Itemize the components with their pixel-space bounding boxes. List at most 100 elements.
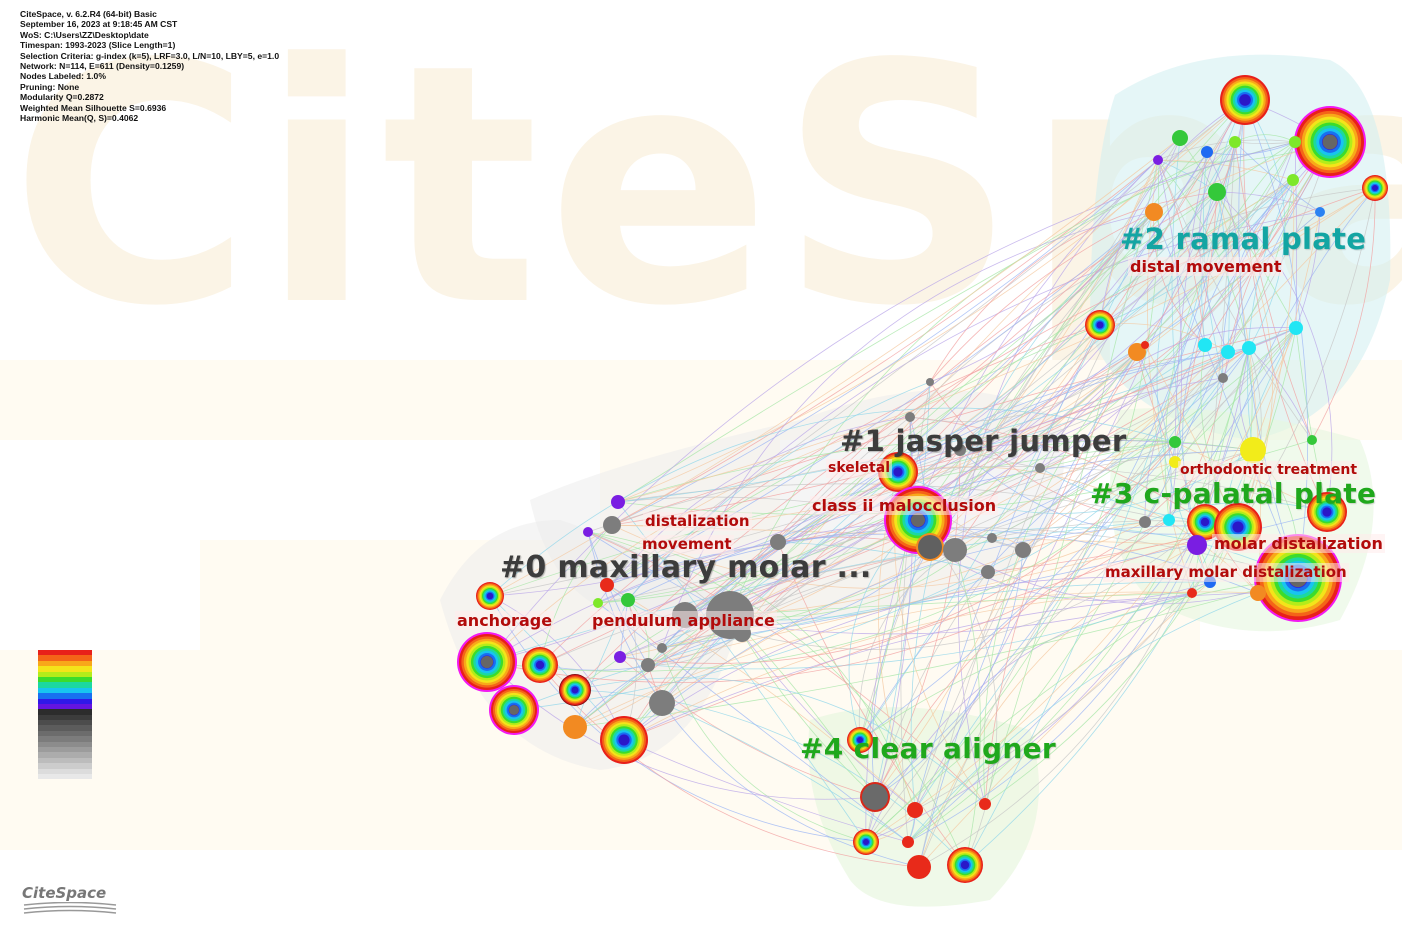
metadata-line: WoS: C:\Users\ZZ\Desktop\date (20, 30, 279, 40)
citation-node (1242, 341, 1256, 355)
citation-node (1153, 155, 1163, 165)
citation-node (1287, 174, 1299, 186)
citation-node (943, 538, 967, 562)
citation-node (947, 847, 983, 883)
metadata-line: Nodes Labeled: 1.0% (20, 71, 279, 81)
keyword-orthodontic-treatment[interactable]: orthodontic treatment (1178, 461, 1359, 480)
keyword-distalization[interactable]: distalization (643, 512, 752, 531)
cluster-label-1[interactable]: #1 jasper jumper (840, 424, 1127, 458)
citation-node (1289, 136, 1301, 148)
node-core (572, 687, 579, 694)
citation-node (905, 412, 915, 422)
metadata-line: Timespan: 1993-2023 (Slice Length=1) (20, 40, 279, 50)
node-core (1372, 185, 1378, 191)
cluster-label-2[interactable]: #2 ramal plate (1120, 222, 1366, 256)
citation-node (926, 378, 934, 386)
node-core (1201, 518, 1209, 526)
citation-node (457, 632, 517, 692)
cluster-label-3[interactable]: #3 c-palatal plate (1090, 477, 1376, 510)
citation-node (1289, 321, 1303, 335)
citation-node (1307, 435, 1317, 445)
citation-node (987, 533, 997, 543)
cluster-label-0[interactable]: #0 maxillary molar ... (500, 550, 872, 585)
metadata-line: September 16, 2023 at 9:18:45 AM CST (20, 19, 279, 29)
metadata-line: Selection Criteria: g-index (k=5), LRF=3… (20, 51, 279, 61)
keyword-movement[interactable]: movement (640, 535, 734, 554)
node-core (863, 839, 869, 845)
citation-node (1163, 514, 1175, 526)
citation-node (649, 690, 675, 716)
metadata-line: Network: N=114, E=611 (Density=0.1259) (20, 61, 279, 71)
keyword-class-ii-malocclusion[interactable]: class ii malocclusion (810, 496, 998, 515)
citation-node (907, 802, 923, 818)
citation-node (853, 829, 879, 855)
citation-node (1208, 183, 1226, 201)
node-core (1097, 322, 1104, 329)
node-core (1240, 95, 1251, 106)
citation-node (1085, 310, 1115, 340)
metadata-line: Weighted Mean Silhouette S=0.6936 (20, 103, 279, 113)
metadata-line: CiteSpace, v. 6.2.R4 (64-bit) Basic (20, 9, 279, 19)
node-core (918, 535, 942, 559)
citation-node (1145, 203, 1163, 221)
citation-node (1218, 373, 1228, 383)
citation-node (907, 855, 931, 879)
citation-node (583, 527, 593, 537)
node-core (894, 468, 903, 477)
citation-node (1015, 542, 1031, 558)
keyword-skeletal[interactable]: skeletal (826, 459, 892, 478)
citation-node (559, 674, 591, 706)
citation-node (641, 658, 655, 672)
citation-node (1035, 463, 1045, 473)
citation-node (1141, 341, 1149, 349)
citation-node (611, 495, 625, 509)
citation-node (981, 565, 995, 579)
metadata-line: Harmonic Mean(Q, S)=0.4062 (20, 113, 279, 123)
citation-node (1294, 106, 1366, 178)
logo-text: CiteSpace (22, 884, 118, 902)
citation-node (1240, 437, 1266, 463)
node-core (911, 513, 925, 527)
citation-node (522, 647, 558, 683)
keyword-molar-distalization[interactable]: molar distalization (1212, 534, 1385, 553)
citation-node (1221, 345, 1235, 359)
citation-node (770, 534, 786, 550)
citation-node (1250, 585, 1266, 601)
keyword-distal-movement[interactable]: distal movement (1128, 257, 1283, 276)
node-core (481, 656, 493, 668)
citation-node (600, 716, 648, 764)
citation-node (1187, 535, 1207, 555)
citation-node (1201, 146, 1213, 158)
node-core (536, 661, 544, 669)
citation-node (614, 651, 626, 663)
node-core (961, 861, 969, 869)
time-legend (38, 650, 92, 779)
metadata-line: Modularity Q=0.2872 (20, 92, 279, 102)
logo-book-icon (22, 902, 118, 916)
node-core (487, 593, 493, 599)
node-core (619, 735, 630, 746)
citation-node (657, 643, 667, 653)
legend-swatch (38, 774, 92, 779)
citation-node (603, 516, 621, 534)
citation-node (860, 782, 890, 812)
citation-node (1362, 175, 1388, 201)
citation-node (1315, 207, 1325, 217)
keyword-maxillary-molar-distalization[interactable]: maxillary molar distalization (1103, 563, 1349, 582)
citation-node (1172, 130, 1188, 146)
node-core (509, 705, 519, 715)
citation-node (563, 715, 587, 739)
keyword-anchorage[interactable]: anchorage (455, 611, 554, 630)
citation-node (1169, 436, 1181, 448)
citation-node (1220, 75, 1270, 125)
citation-node (593, 598, 603, 608)
keyword-pendulum-appliance[interactable]: pendulum appliance (590, 611, 777, 630)
citation-node (621, 593, 635, 607)
citespace-logo: CiteSpace (22, 884, 118, 921)
citation-node (902, 836, 914, 848)
citation-node (1139, 516, 1151, 528)
citation-node (979, 798, 991, 810)
cluster-label-4[interactable]: #4 clear aligner (800, 732, 1056, 765)
node-core (1323, 135, 1338, 150)
